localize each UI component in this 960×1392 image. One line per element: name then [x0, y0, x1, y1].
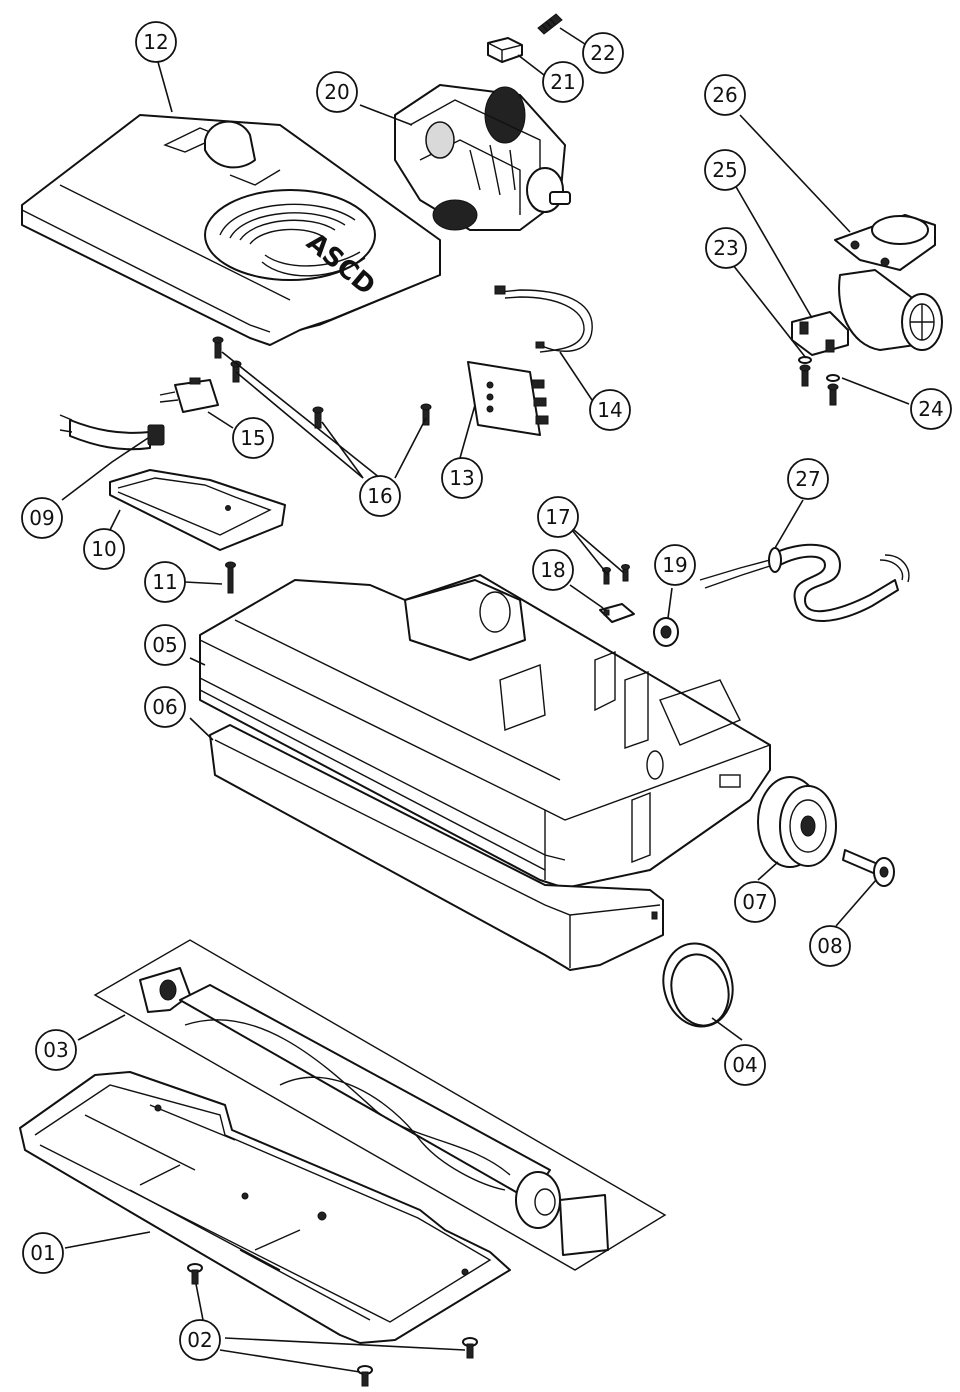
callout-03: 03: [35, 1029, 77, 1071]
part-20-motor: [394, 84, 571, 231]
svg-text:24: 24: [918, 397, 943, 421]
callout-15: 15: [232, 417, 274, 459]
svg-text:03: 03: [43, 1038, 68, 1062]
callout-16: 16: [359, 475, 401, 517]
svg-text:13: 13: [449, 466, 474, 490]
svg-text:14: 14: [597, 398, 622, 422]
svg-text:08: 08: [817, 934, 842, 958]
svg-text:19: 19: [662, 553, 687, 577]
part-06-bumper: [209, 724, 664, 971]
part-13-circuit-board: [467, 361, 549, 436]
callout-18: 18: [532, 549, 574, 591]
callout-27: 27: [787, 458, 829, 500]
callout-04: 04: [724, 1044, 766, 1086]
part-16-screws: [212, 336, 432, 429]
callout-01: 01: [22, 1232, 64, 1274]
part-03-brush-roll-panel: [93, 939, 667, 1271]
part-11-screw: [225, 561, 236, 594]
part-22-spring: [537, 13, 563, 35]
callout-11: 11: [144, 561, 186, 603]
part-10-cover-plate: [109, 469, 286, 551]
svg-text:04: 04: [732, 1053, 757, 1077]
svg-text:27: 27: [795, 467, 820, 491]
svg-text:12: 12: [143, 30, 168, 54]
callouts: 12 20 21 22 26 25 23 24 14 13 15 09 16 1…: [21, 21, 952, 1361]
callout-12: 12: [135, 21, 177, 63]
leader-lines: [61, 27, 910, 1373]
part-23-screw: [798, 356, 812, 387]
svg-text:01: 01: [30, 1241, 55, 1265]
part-12-top-cover: ASCD: [21, 114, 441, 346]
part-15-switch: [159, 377, 219, 413]
svg-text:20: 20: [324, 80, 349, 104]
svg-text:06: 06: [152, 695, 177, 719]
callout-13: 13: [441, 457, 483, 499]
svg-text:21: 21: [550, 70, 575, 94]
callout-17: 17: [537, 496, 579, 538]
part-07-wheel: [757, 776, 837, 868]
svg-text:07: 07: [742, 890, 767, 914]
part-21-brush-block: [487, 37, 523, 63]
callout-21: 21: [542, 61, 584, 103]
part-02-screws: [187, 1263, 478, 1387]
callout-10: 10: [83, 528, 125, 570]
svg-text:09: 09: [29, 506, 54, 530]
svg-text:10: 10: [91, 537, 116, 561]
part-19-grommet: [653, 617, 679, 647]
part-27-cord-assembly: [699, 543, 910, 622]
callout-14: 14: [589, 389, 631, 431]
svg-text:26: 26: [712, 83, 737, 107]
svg-text:11: 11: [152, 570, 177, 594]
callout-19: 19: [654, 544, 696, 586]
svg-text:16: 16: [367, 484, 392, 508]
part-24-screw-washer: [826, 374, 840, 406]
svg-text:18: 18: [540, 558, 565, 582]
svg-text:25: 25: [712, 158, 737, 182]
callout-26: 26: [704, 74, 746, 116]
svg-text:22: 22: [590, 41, 615, 65]
svg-text:23: 23: [713, 236, 738, 260]
callout-08: 08: [809, 925, 851, 967]
part-26-nozzle-housing: [834, 214, 943, 351]
svg-text:15: 15: [240, 426, 265, 450]
svg-text:17: 17: [545, 505, 570, 529]
callout-25: 25: [704, 149, 746, 191]
svg-text:05: 05: [152, 633, 177, 657]
svg-text:02: 02: [187, 1328, 212, 1352]
callout-09: 09: [21, 497, 63, 539]
callout-22: 22: [582, 32, 624, 74]
part-01-base-plate: [19, 1071, 511, 1344]
callout-06: 06: [144, 686, 186, 728]
callout-23: 23: [705, 227, 747, 269]
callout-02: 02: [179, 1319, 221, 1361]
callout-07: 07: [734, 881, 776, 923]
part-04-belt: [662, 942, 734, 1028]
callout-20: 20: [316, 71, 358, 113]
callout-24: 24: [910, 388, 952, 430]
part-09-cord-lead: [59, 414, 165, 451]
callout-05: 05: [144, 624, 186, 666]
part-25-clip: [791, 311, 849, 356]
part-18-bracket: [599, 603, 635, 623]
part-14-wire-lead: [494, 285, 593, 353]
part-08-axle: [842, 849, 895, 887]
part-05-main-housing: [199, 574, 771, 889]
